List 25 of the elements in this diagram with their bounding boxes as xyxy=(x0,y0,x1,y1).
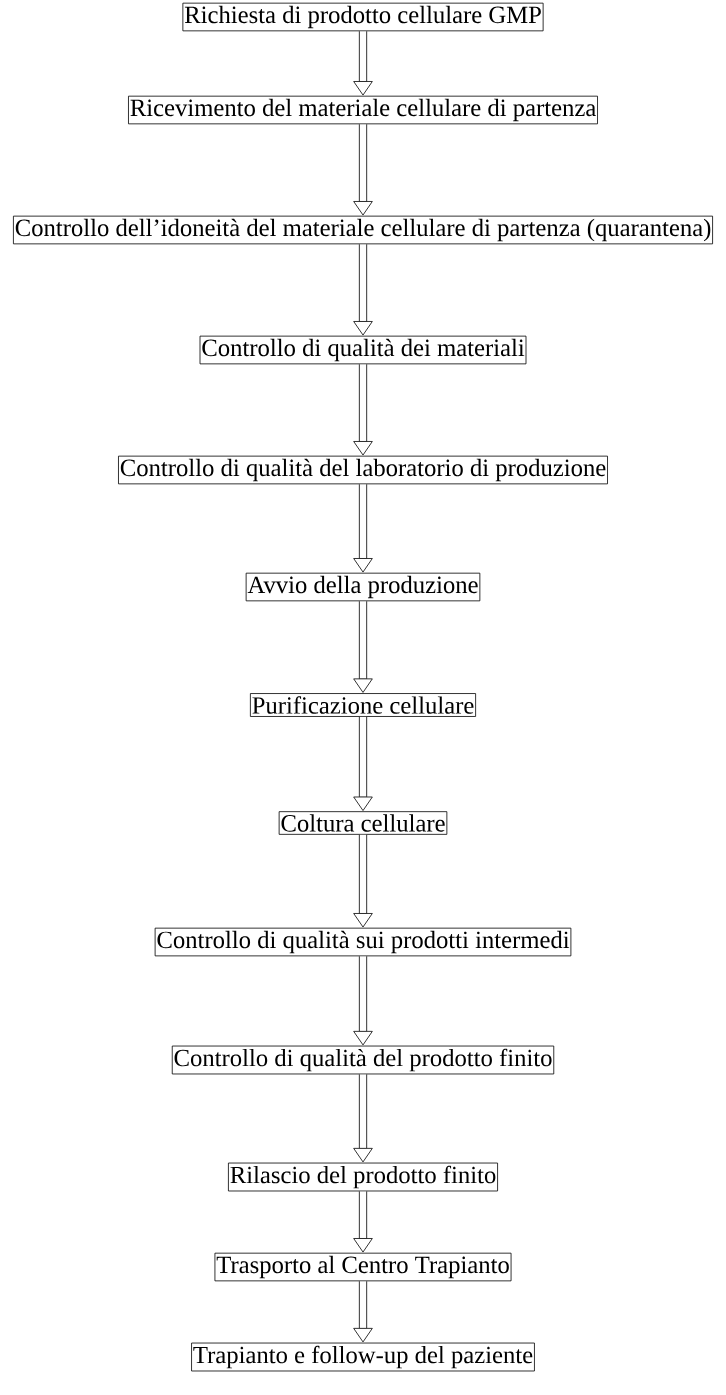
arrow xyxy=(353,244,373,336)
process-box: Controllo di qualità dei materiali xyxy=(199,335,527,365)
process-box: Avvio della produzione xyxy=(245,572,481,602)
process-box: Richiesta di prodotto cellulare GMP xyxy=(182,2,544,32)
arrow xyxy=(353,31,373,96)
process-box: Purificazione cellulare xyxy=(250,693,476,717)
arrow xyxy=(353,364,373,456)
arrow xyxy=(353,484,373,573)
process-box: Coltura cellulare xyxy=(278,811,448,835)
arrow xyxy=(353,1074,373,1163)
process-box: Controllo dell’idoneità del materiale cellulare di partenza (quarantena) xyxy=(13,215,713,245)
process-box: Trapianto e follow-up del paziente xyxy=(191,1342,535,1372)
process-box: Trasporto al Centro Trapianto xyxy=(214,1252,512,1282)
process-box: Ricevimento del materiale cellulare di partenza xyxy=(128,95,598,125)
arrow xyxy=(353,834,373,928)
arrow xyxy=(353,601,373,693)
arrow xyxy=(353,1281,373,1343)
process-box: Controllo di qualità del laboratorio di produzione xyxy=(118,455,608,485)
arrow xyxy=(353,956,373,1046)
arrow xyxy=(353,716,373,811)
process-box: Controllo di qualità sui prodotti intermedi xyxy=(154,927,572,957)
process-box: Rilascio del prodotto finito xyxy=(228,1162,498,1192)
arrow xyxy=(353,124,373,216)
process-box: Controllo di qualità del prodotto finito xyxy=(171,1045,555,1075)
arrow xyxy=(353,1191,373,1253)
